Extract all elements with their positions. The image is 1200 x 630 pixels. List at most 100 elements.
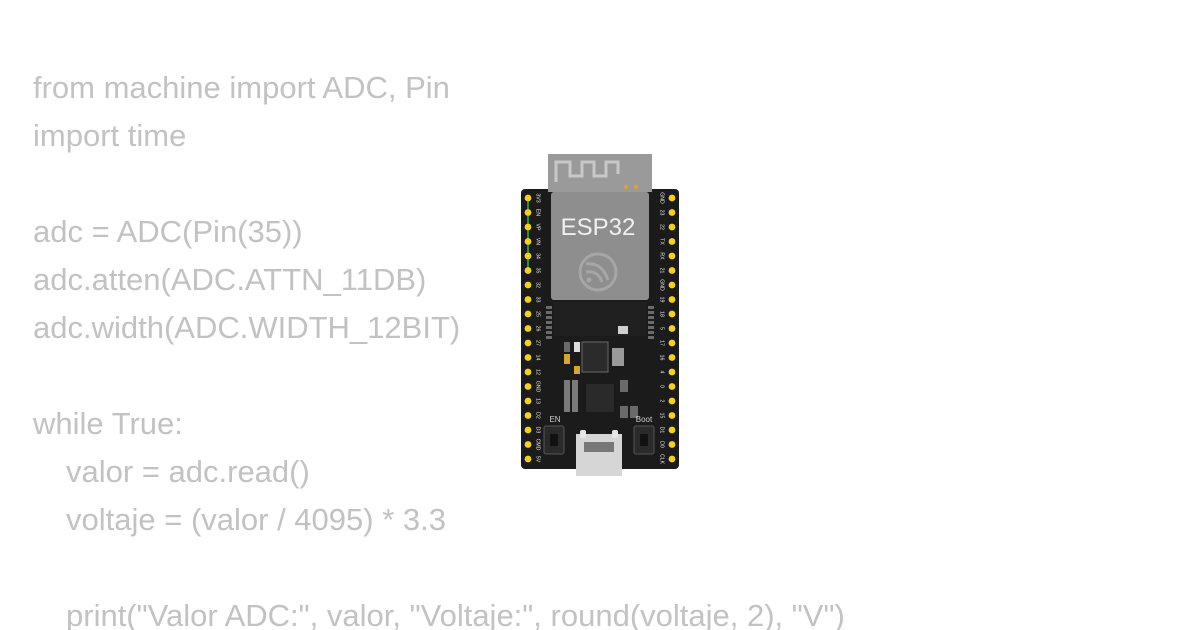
pin-label: 17 — [659, 340, 665, 346]
boot-label: Boot — [636, 415, 653, 424]
usb-uart-chip — [586, 384, 614, 412]
pin-label: D1 — [659, 427, 665, 434]
pin-label: CLK — [659, 454, 665, 465]
header-pin[interactable] — [524, 441, 532, 448]
pin-label: 22 — [659, 224, 665, 230]
header-pin[interactable] — [524, 412, 532, 419]
pin-label: VP — [535, 224, 541, 231]
header-pin[interactable] — [668, 325, 676, 332]
pin-label: 33 — [535, 297, 541, 303]
module-label: ESP32 — [561, 214, 636, 241]
code-line: import time — [33, 118, 187, 153]
header-pin[interactable] — [524, 296, 532, 303]
header-pin[interactable] — [668, 223, 676, 231]
header-pin[interactable] — [668, 281, 676, 289]
pin-label: 32 — [535, 282, 541, 288]
antenna-trace — [554, 160, 620, 182]
left-header-pins: 3V3ENVPVN343532332526271412GND13D2D3CMD5… — [524, 193, 541, 463]
code-line — [33, 544, 1183, 592]
boot-button[interactable] — [633, 425, 655, 455]
module-pad — [648, 311, 654, 314]
pin-label: 34 — [535, 253, 541, 259]
header-pin[interactable] — [668, 310, 676, 318]
header-pin[interactable] — [524, 325, 532, 332]
header-pin[interactable] — [524, 267, 532, 274]
module-base — [554, 302, 646, 336]
header-pin[interactable] — [668, 368, 676, 376]
code-line: adc.width(ADC.WIDTH_12BIT) — [33, 310, 461, 345]
module-pad — [648, 321, 654, 324]
code-line: voltaje = (valor / 4095) * 3.3 — [66, 502, 446, 537]
esp32-board[interactable]: ESP32 — [518, 152, 682, 478]
header-pin[interactable] — [524, 252, 532, 260]
code-line: adc = ADC(Pin(35)) — [33, 214, 303, 249]
header-pin[interactable] — [668, 252, 676, 260]
module-pad — [546, 306, 552, 309]
module-pad — [648, 316, 654, 319]
header-pin[interactable] — [668, 194, 676, 202]
pin-label: 19 — [659, 297, 665, 303]
module-pad — [648, 336, 654, 339]
pin-label: 3V3 — [535, 193, 541, 202]
header-pin[interactable] — [668, 441, 676, 448]
module-pad — [546, 316, 552, 319]
header-pin[interactable] — [668, 238, 676, 245]
pin-label: VN — [535, 238, 541, 245]
header-pin[interactable] — [524, 426, 532, 434]
smd-components — [564, 326, 638, 418]
pin-label: EN — [535, 209, 541, 216]
header-pin[interactable] — [668, 354, 676, 361]
pin-label: 5 — [659, 327, 665, 330]
header-pin[interactable] — [524, 209, 532, 216]
pin-label: 15 — [659, 413, 665, 419]
header-pin[interactable] — [524, 310, 532, 318]
header-pin[interactable] — [668, 339, 676, 347]
code-line: valor = adc.read() — [66, 454, 310, 489]
pin-label: 0 — [659, 385, 665, 388]
espressif-logo-icon — [578, 252, 618, 292]
code-line: while True: — [33, 406, 183, 441]
pin-label: GND — [535, 381, 541, 393]
module-pads — [546, 302, 654, 339]
header-pin[interactable] — [524, 339, 532, 347]
header-pin[interactable] — [524, 383, 532, 390]
pin-label: 26 — [535, 326, 541, 332]
en-button[interactable] — [543, 425, 565, 455]
pin-label: 18 — [659, 311, 665, 317]
pin-label: 5V — [535, 456, 541, 463]
pin-label: 12 — [535, 369, 541, 375]
voltage-regulator — [581, 341, 609, 373]
usb-connector — [576, 430, 622, 476]
header-pin[interactable] — [524, 223, 532, 231]
header-pin[interactable] — [668, 383, 676, 390]
pin-label: GND — [659, 192, 665, 204]
pin-label: 21 — [659, 268, 665, 274]
module-pad — [546, 326, 552, 329]
header-pin[interactable] — [668, 455, 676, 463]
header-pin[interactable] — [668, 412, 676, 419]
code-line: adc.atten(ADC.ATTN_11DB) — [33, 262, 427, 297]
header-pin[interactable] — [524, 397, 532, 405]
header-pin[interactable] — [524, 238, 532, 245]
header-pin[interactable] — [524, 281, 532, 289]
header-pin[interactable] — [524, 455, 532, 463]
module-pad — [546, 331, 552, 334]
header-pin[interactable] — [668, 296, 676, 303]
pin-label: 16 — [659, 355, 665, 361]
module-pad — [546, 321, 552, 324]
header-pin[interactable] — [524, 368, 532, 376]
en-label: EN — [549, 415, 560, 424]
header-pin[interactable] — [668, 397, 676, 405]
header-pin[interactable] — [524, 194, 532, 202]
header-pin[interactable] — [668, 267, 676, 274]
header-pin[interactable] — [524, 354, 532, 361]
header-pin[interactable] — [668, 209, 676, 216]
module-pad — [648, 306, 654, 309]
pin-label: TX — [659, 238, 665, 245]
pin-label: 2 — [659, 400, 665, 403]
pin-label: RX — [659, 252, 665, 260]
header-pin[interactable] — [668, 426, 676, 434]
